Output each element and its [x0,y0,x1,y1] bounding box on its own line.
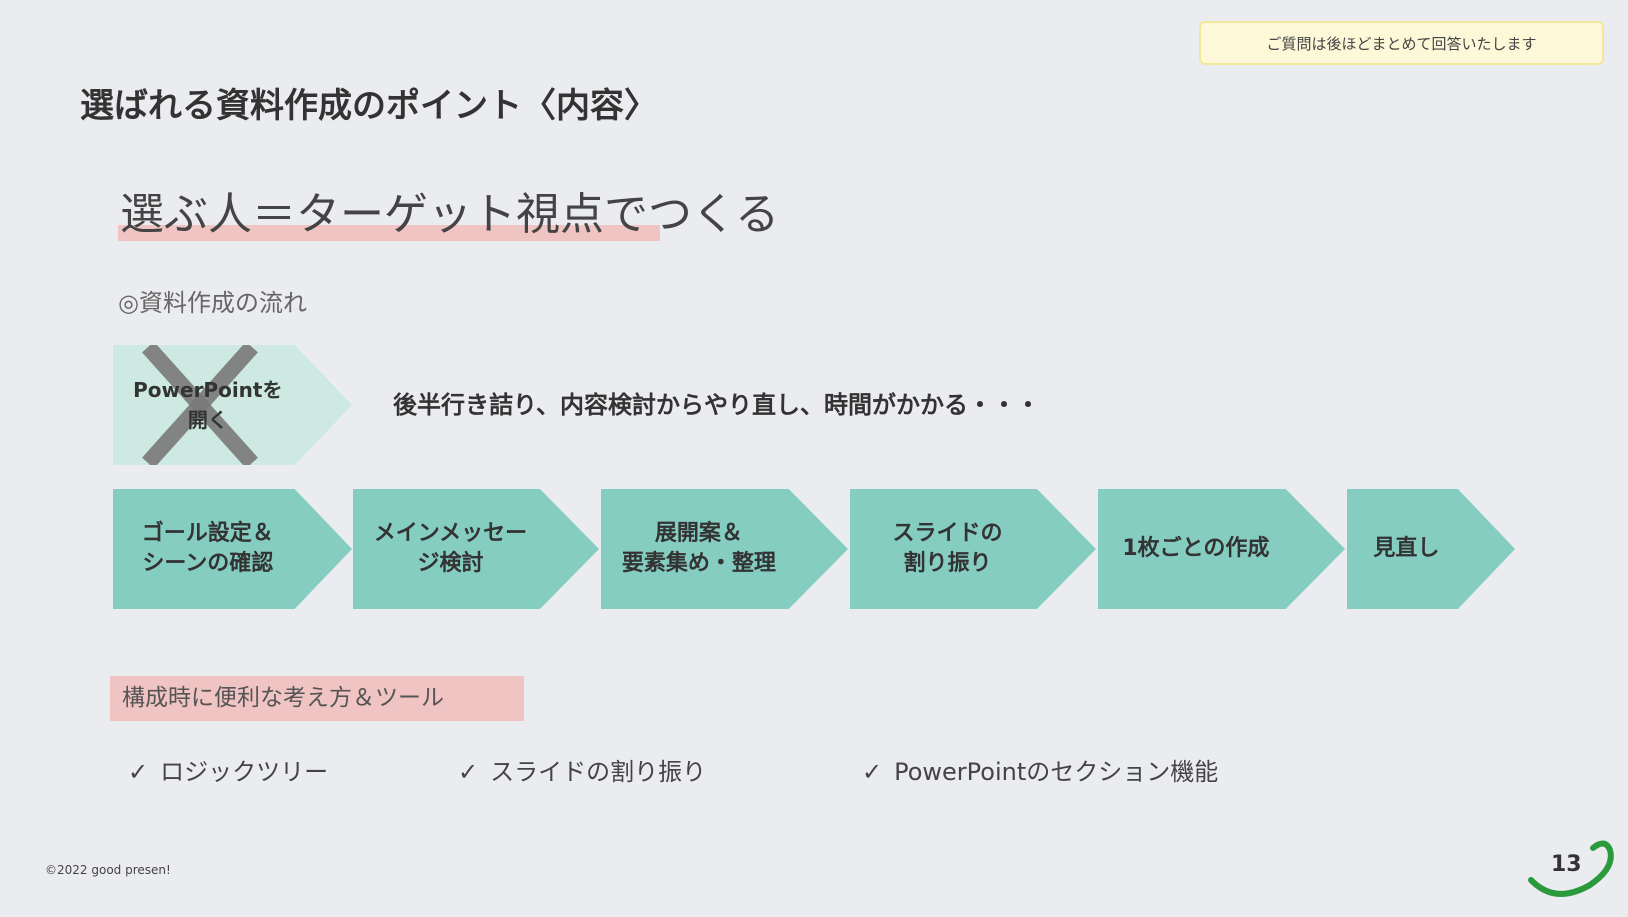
wrong-step-line1: PowerPointを [133,378,283,402]
step-line: シーンの確認 [142,551,274,576]
step-line: 要素集め・整理 [621,551,776,576]
check-icon: ✓ [862,758,883,786]
step-shape [850,489,1096,609]
step-3: 展開案＆ 要素集め・整理 [601,489,848,609]
step-4: スライドの割り振り [850,489,1096,609]
step-line: スライドの [892,521,1003,546]
check-icon: ✓ [128,758,149,786]
slide-subtitle: 選ぶ人＝ターゲット視点でつくる [120,189,780,240]
tool-label: PowerPointのセクション機能 [894,758,1219,786]
step-line: 1枚ごとの作成 [1122,536,1270,561]
subtitle-highlight [118,225,660,241]
tools-label: 構成時に便利な考え方＆ツール [110,676,524,721]
tool-label: ロジックツリー [160,758,329,786]
cross-icon [142,345,258,465]
step-line: 見直し [1373,536,1440,561]
logo-swoosh-icon [1528,840,1614,897]
step-2: メインメッセージ検討 [353,489,599,609]
tool-item: ✓ ロジックツリー [128,752,438,787]
step-line: 展開案＆ [654,521,743,546]
tool-label: スライドの割り振り [490,758,707,786]
wrong-step: PowerPointを開く [113,345,352,465]
step-6: 見直し [1347,489,1515,609]
step-shape [113,489,352,609]
step-line: メインメッセー [373,521,528,546]
wrong-step-line2: 開く [187,408,228,432]
step-shape [601,489,848,609]
step-shape [353,489,599,609]
page-number: 13 [1551,852,1582,877]
step-1: ゴール設定＆ シーンの確認 [113,489,352,609]
flow-label: ◎資料作成の流れ [118,289,307,317]
tool-item: ✓ スライドの割り振り [458,752,838,787]
tool-item: ✓ PowerPointのセクション機能 [862,752,1422,787]
step-5: 1枚ごとの作成 [1098,489,1345,609]
copyright: ©2022 good presen! [45,863,171,877]
wrong-comment: 後半行き詰り、内容検討からやり直し、時間がかかる・・・ [393,391,1041,419]
step-line: 割り振り [903,551,992,576]
slide-title: 選ばれる資料作成のポイント〈内容〉 [80,86,658,126]
questions-notice: ご質問は後ほどまとめて回答いたします [1199,21,1604,65]
step-shape [1098,489,1345,609]
step-line: ゴール設定＆ [141,521,274,546]
check-icon: ✓ [458,758,479,786]
step-line: ジ検討 [417,551,484,576]
